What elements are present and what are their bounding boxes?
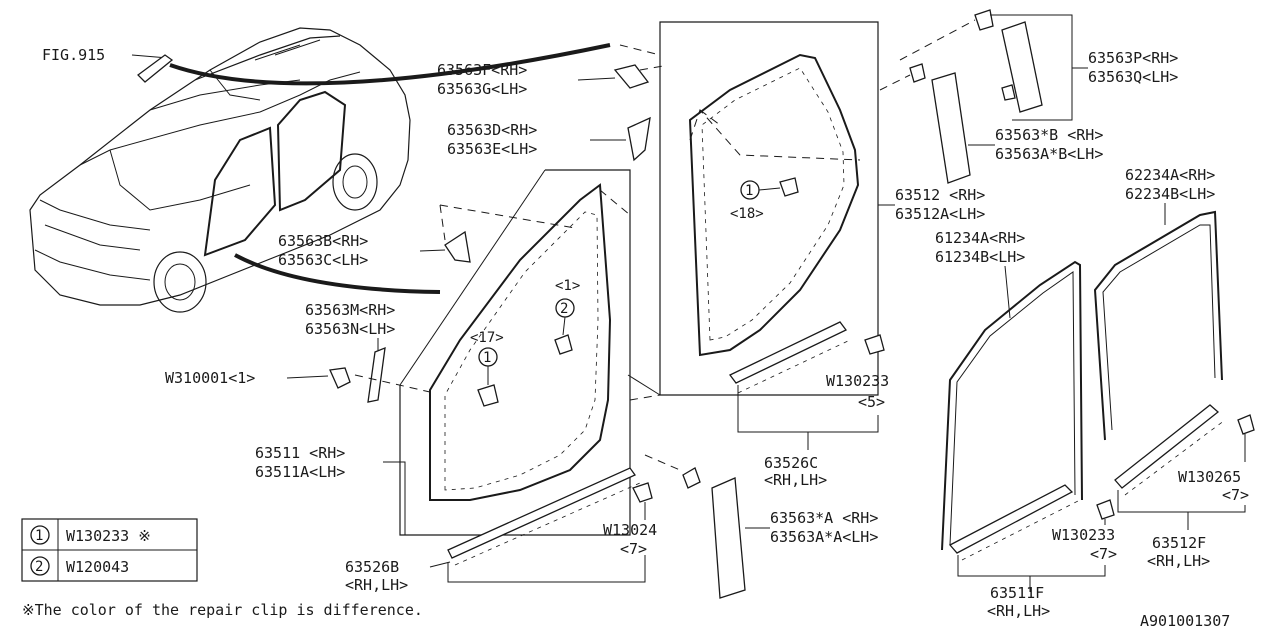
label-w130265-qty: <7> [1222, 486, 1249, 504]
clip-63563sa [682, 467, 701, 489]
clip-w13024 [632, 482, 653, 503]
label-63512a: 63512A<LH> [895, 205, 985, 223]
clip-w310001 [329, 367, 351, 389]
qty-17-front: <17> [470, 330, 504, 346]
sill-63526b [447, 467, 636, 559]
legend-callout-1 [30, 525, 50, 545]
legend-code-1: W130233 ※ [66, 527, 151, 545]
label-63563asa: 63563A*A<LH> [770, 528, 878, 546]
label-61234a: 61234A<RH> [935, 229, 1025, 247]
garnish-63563sb [931, 72, 971, 184]
label-63526c: 63526C [764, 454, 818, 472]
clip-63563q [1001, 84, 1016, 101]
callout-2-front-num: 2 [560, 301, 568, 317]
label-63563asb: 63563A*B<LH> [995, 145, 1103, 163]
garnish-63563p [1001, 21, 1043, 113]
qty-18-rear: <18> [730, 206, 764, 222]
label-61234b: 61234B<LH> [935, 248, 1025, 266]
label-w13024: W13024 [603, 521, 657, 539]
callout-1-rear-num: 1 [745, 183, 753, 199]
legend-code-2: W120043 [66, 558, 129, 576]
clip-w130233-mid [864, 334, 885, 355]
label-63511f-side: <RH,LH> [987, 602, 1050, 620]
label-63563c: 63563C<LH> [278, 251, 368, 269]
label-63563f: 63563F<RH> [437, 61, 527, 79]
part-63563f [613, 64, 650, 89]
part-63563m [367, 346, 386, 403]
label-63563d: 63563D<RH> [447, 121, 537, 139]
clip-rear-mid [779, 177, 799, 197]
label-63512: 63512 <RH> [895, 186, 985, 204]
car-illustration [29, 27, 411, 313]
clip-w130265 [1237, 414, 1255, 435]
label-w130233-mid-qty: <5> [858, 393, 885, 411]
label-63563n: 63563N<LH> [305, 320, 395, 338]
legend-note: ※The color of the repair clip is differe… [22, 601, 423, 619]
label-63563sa: 63563*A <RH> [770, 509, 878, 527]
rear-door-frame [659, 21, 879, 396]
weatherstrip-63512 [688, 53, 860, 357]
part-63563d [627, 116, 651, 162]
label-63563p: 63563P<RH> [1088, 49, 1178, 67]
label-w130233-mid: W130233 [826, 372, 889, 390]
part-63563b [444, 230, 471, 263]
seal-63512f [1114, 404, 1220, 489]
strip-61234 [941, 260, 1083, 551]
legend-table: 1 W130233 ※ 2 W120043 [21, 518, 198, 582]
label-63563g: 63563G<LH> [437, 80, 527, 98]
label-w130233-rt-qty: <7> [1090, 545, 1117, 563]
legend-mark-2: 2 [35, 559, 43, 575]
label-63511a: 63511A<LH> [255, 463, 345, 481]
label-63563q: 63563Q<LH> [1088, 68, 1178, 86]
label-fig-915: FIG.915 [42, 46, 105, 64]
clip-front-upper [554, 334, 573, 355]
legend-mark-1: 1 [35, 528, 43, 544]
clip-63563p [974, 9, 994, 31]
label-63526b: 63526B [345, 558, 399, 576]
garnish-63563sa [711, 477, 746, 599]
label-63526c-side: <RH,LH> [764, 471, 827, 489]
label-w310001: W310001<1> [165, 369, 255, 387]
label-63512f-side: <RH,LH> [1147, 552, 1210, 570]
label-62234b: 62234B<LH> [1125, 185, 1215, 203]
strip-62234 [1093, 210, 1223, 441]
label-63563e: 63563E<LH> [447, 140, 537, 158]
front-door-frame [399, 169, 631, 536]
label-63512f: 63512F [1152, 534, 1206, 552]
label-63526b-side: <RH,LH> [345, 576, 408, 594]
diagram-id: A901001307 [1140, 612, 1230, 630]
legend-callout-2 [30, 556, 50, 576]
callout-1-front-num: 1 [483, 350, 491, 366]
label-62234a: 62234A<RH> [1125, 166, 1215, 184]
seal-63511f [948, 484, 1074, 554]
sill-63526c [729, 321, 847, 384]
label-63511f: 63511F [990, 584, 1044, 602]
label-w130233-rt: W130233 [1052, 526, 1115, 544]
label-63563b: 63563B<RH> [278, 232, 368, 250]
clip-fig915 [137, 54, 174, 83]
clip-63563sb [909, 63, 926, 83]
label-w13024-qty: <7> [620, 540, 647, 558]
label-63563sb: 63563*B <RH> [995, 126, 1103, 144]
label-63511: 63511 <RH> [255, 444, 345, 462]
weatherstrip-63511 [429, 183, 612, 501]
clip-w130233-rt [1096, 499, 1115, 520]
label-63563m: 63563M<RH> [305, 301, 395, 319]
clip-front-lower [477, 384, 499, 407]
qty-1-front: <1> [555, 278, 580, 294]
label-w130265: W130265 [1178, 468, 1241, 486]
